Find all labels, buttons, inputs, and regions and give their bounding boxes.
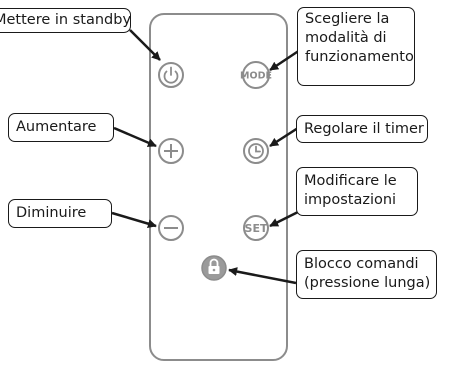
timer-arrow — [269, 126, 299, 148]
power-icon — [163, 66, 179, 84]
timer-button[interactable] — [243, 138, 269, 164]
mode-arrow — [269, 48, 301, 72]
callout-lock-line-2: (pressione lunga) — [304, 275, 431, 291]
plus-icon — [164, 144, 178, 158]
callout-settings: Modificare le impostazioni — [296, 167, 418, 216]
callout-increase-text: Aumentare — [16, 119, 97, 135]
callout-mode-line-3: funzionamento — [305, 49, 414, 65]
set-button[interactable]: SET — [243, 215, 269, 241]
increase-arrow — [113, 126, 157, 148]
callout-settings-line-2: impostazioni — [304, 192, 397, 208]
callout-mode: Scegliere la modalità di funzionamento — [297, 7, 415, 86]
lock-arrow — [228, 267, 297, 285]
decrease-arrow — [111, 211, 157, 229]
settings-arrow — [269, 210, 299, 228]
callout-decrease: Diminuire — [8, 199, 112, 228]
lock-button[interactable] — [201, 255, 227, 281]
callout-standby-text: Mettere in standby — [0, 12, 132, 28]
callout-mode-line-2: modalità di — [305, 30, 387, 46]
set-button-label: SET — [245, 222, 268, 235]
power-button[interactable] — [158, 62, 184, 88]
callout-mode-line-1: Scegliere la — [305, 11, 390, 27]
callout-timer-text: Regolare il timer — [304, 121, 424, 137]
clock-icon — [248, 143, 264, 159]
callout-standby: Mettere in standby — [0, 8, 131, 33]
callout-lock-line-1: Blocco comandi — [304, 256, 419, 272]
callout-increase: Aumentare — [8, 113, 114, 142]
callout-settings-line-1: Modificare le — [304, 173, 397, 189]
mode-button-label: MODE — [240, 71, 272, 82]
plus-button[interactable] — [158, 138, 184, 164]
mode-button[interactable]: MODE — [240, 61, 272, 89]
minus-button[interactable] — [158, 215, 184, 241]
callout-lock: Blocco comandi (pressione lunga) — [296, 250, 437, 299]
callout-decrease-text: Diminuire — [16, 205, 87, 221]
lock-icon — [208, 258, 220, 274]
callout-timer: Regolare il timer — [296, 115, 428, 143]
standby-arrow — [129, 29, 161, 61]
